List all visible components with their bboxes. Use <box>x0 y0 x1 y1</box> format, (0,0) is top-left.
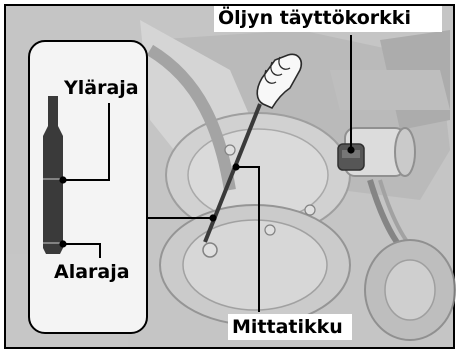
lower-limit-label: Alaraja <box>54 261 130 283</box>
hand-illustration <box>256 53 303 110</box>
dipstick-label-bg <box>228 314 352 340</box>
lower-limit-leader <box>63 243 101 258</box>
dipstick-leader <box>236 166 260 312</box>
upper-limit-label: Yläraja <box>64 77 139 99</box>
leader-lines <box>59 35 355 312</box>
dipstick-inset <box>28 40 148 334</box>
filler-cap-label: Öljyn täyttökorkki <box>218 7 411 29</box>
upper-limit-leader <box>63 103 110 181</box>
dipstick-closeup <box>43 96 63 254</box>
filler-cap-label-bg <box>214 6 442 32</box>
dipstick-label: Mittatikku <box>232 316 343 338</box>
